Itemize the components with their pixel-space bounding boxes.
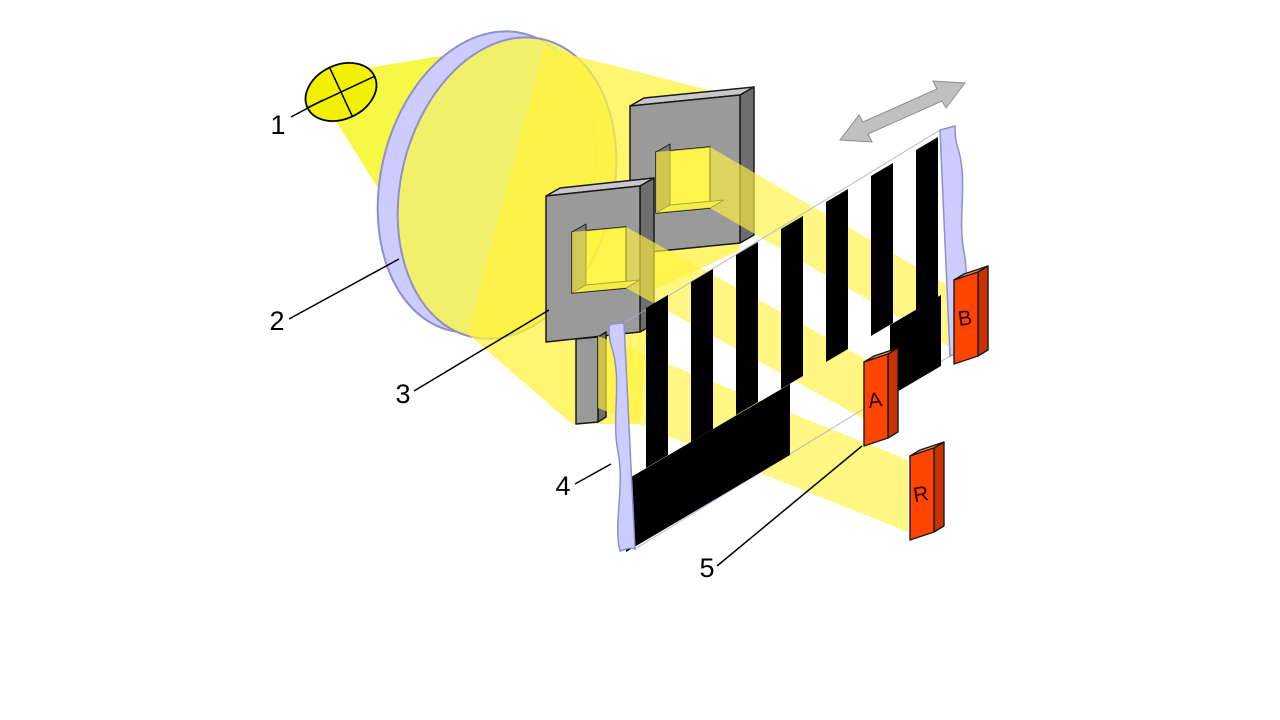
detector-b-front-face [953,271,979,365]
callout-line-light-source [290,99,324,118]
detector-b-label: B [956,306,973,331]
callout-lines [288,99,863,567]
detector-a-label: A [866,388,883,413]
code-bar [826,189,848,362]
callout-label-light-source: 1 [270,110,285,140]
index-track-right-black [890,295,941,396]
code-strip [608,125,968,552]
code-strip-top-edge [623,129,941,324]
callout-label-mask: 3 [395,379,410,409]
detector-b: B [953,265,989,365]
callout-label-lens: 2 [269,306,284,336]
detector-r: R [909,441,945,541]
callout-line-lens [288,258,400,320]
detector-r-side-face [933,441,945,533]
detector-b-side-face [977,265,989,357]
code-bar [691,269,713,442]
callout-label-photodetector: 5 [699,553,714,583]
beam-channel-a [572,227,884,430]
bulb-filament-cross-icon [328,67,354,117]
callout-line-photodetector [716,445,863,567]
code-bar [736,242,758,415]
code-bar [871,163,893,336]
code-bar [646,295,668,468]
mask-tail [575,336,599,425]
detector-r-front-face [909,447,935,541]
code-strip-left-torn-edge [608,322,636,552]
code-strip-bars [646,137,938,468]
code-bar [781,216,803,389]
code-bar [916,137,938,310]
detector-r-label: R [912,482,931,507]
strip-motion-double-arrow-icon [839,80,966,143]
callout-line-code-strip [574,463,612,485]
detector-a: A [863,347,899,447]
callout-labels: 1 2 3 4 5 [269,110,714,583]
index-track-left-black [626,384,790,552]
callout-line-mask [413,309,550,392]
detector-a-side-face [887,347,899,439]
detector-a-front-face [863,353,889,447]
detectors: A B R [863,265,989,541]
callout-label-code-strip: 4 [555,471,570,501]
